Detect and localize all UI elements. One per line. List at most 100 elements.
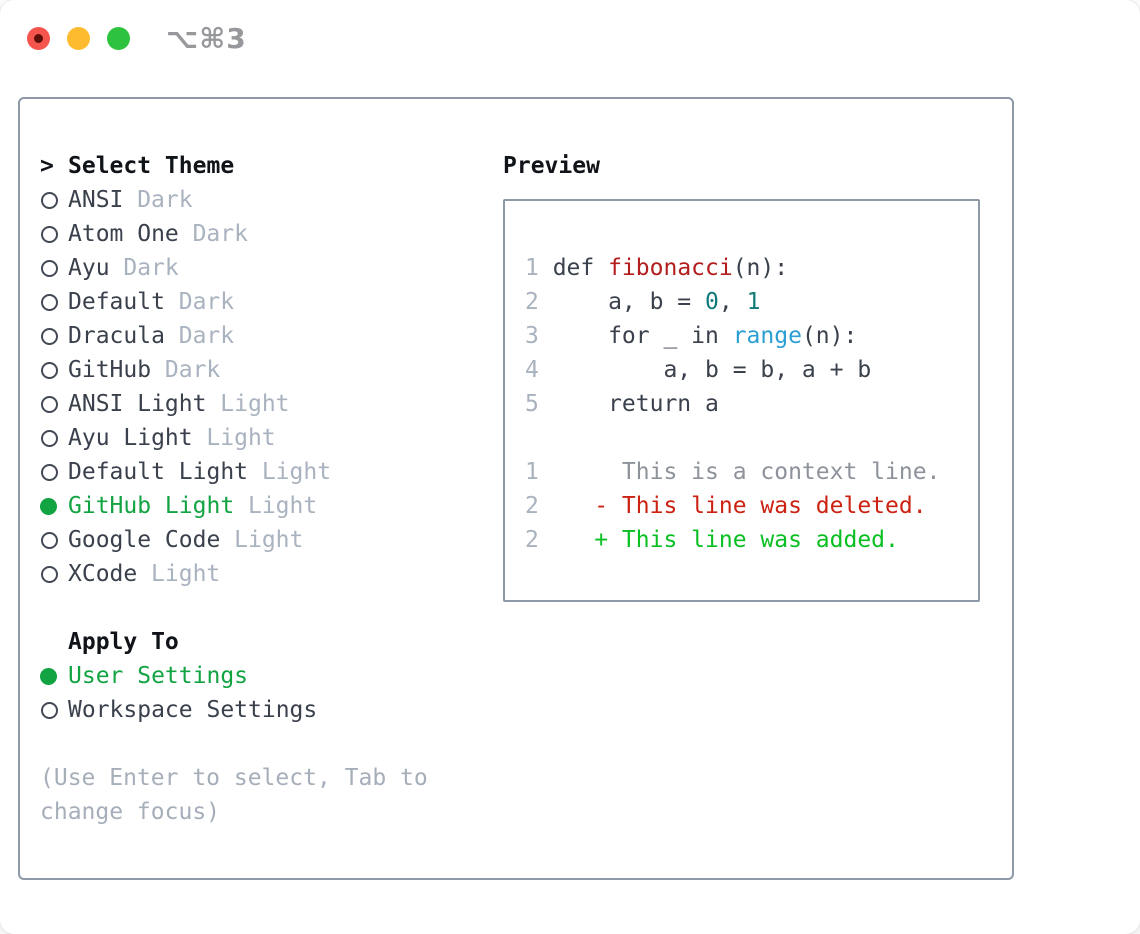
line-number: 4	[525, 357, 539, 383]
code-token: (n):	[732, 255, 789, 281]
radio-icon	[40, 395, 68, 413]
diff-sample: 1 This is a context line. 2 - This line w…	[525, 455, 960, 557]
theme-label: Atom One	[68, 221, 179, 247]
line-number: 3	[525, 323, 539, 349]
line-content: a, b = 0, 1	[552, 289, 760, 315]
theme-option-dracula[interactable]: Dracula Dark	[40, 319, 492, 353]
code-token: This is a context line.	[552, 459, 941, 485]
theme-option-atom-one[interactable]: Atom One Dark	[40, 217, 492, 251]
window-title: ⌥⌘3	[166, 22, 247, 55]
code-token: range	[732, 323, 802, 349]
radio-icon	[40, 531, 68, 549]
theme-label: XCode	[68, 561, 138, 587]
radio-circle	[41, 565, 58, 583]
select-theme-header: Select Theme	[68, 153, 235, 179]
apply-option-label: User Settings	[68, 663, 249, 689]
line-content: return a	[553, 391, 719, 417]
radio-icon	[40, 565, 68, 583]
theme-variant-label: Light	[206, 425, 276, 451]
radio-icon	[40, 701, 68, 719]
line-content: a, b = b, a + b	[552, 357, 872, 383]
radio-icon	[40, 463, 68, 481]
radio-circle	[40, 667, 57, 685]
code-token: for _ in	[552, 323, 733, 349]
line-number: 5	[525, 391, 539, 417]
theme-label: Default Light	[68, 459, 249, 485]
radio-circle	[41, 293, 58, 311]
code-line: 1 def fibonacci(n):	[525, 251, 960, 285]
code-token: fibonacci	[608, 255, 733, 281]
diff-line: 2 + This line was added.	[525, 523, 960, 557]
radio-circle	[41, 225, 58, 243]
theme-variant-label: Dark	[192, 221, 248, 247]
theme-label: GitHub Light	[68, 493, 235, 519]
theme-label: Ayu Light	[68, 425, 193, 451]
code-token: - This line was deleted.	[552, 493, 927, 519]
keyboard-hint: (Use Enter to select, Tab to change focu…	[40, 761, 492, 829]
spacer	[40, 591, 492, 625]
cursor-icon: >	[40, 153, 54, 179]
code-token: def	[552, 255, 609, 281]
theme-variant-label: Light	[234, 527, 304, 553]
traffic-lights	[27, 27, 130, 50]
line-number: 2	[525, 527, 539, 553]
apply-option-user-settings[interactable]: User Settings	[40, 659, 492, 693]
theme-variant-label: Dark	[178, 323, 235, 349]
theme-option-github-light[interactable]: GitHub Light Light	[40, 489, 492, 523]
line-number: 1	[525, 459, 539, 485]
code-line: 3 for _ in range(n):	[525, 319, 960, 353]
radio-circle	[41, 361, 58, 379]
code-line: 4 a, b = b, a + b	[525, 353, 960, 387]
line-content: - This line was deleted.	[552, 493, 927, 519]
line-content: This is a context line.	[553, 459, 941, 485]
code-line: 5 return a	[525, 387, 960, 421]
titlebar: ⌥⌘3	[0, 0, 1140, 97]
theme-option-default-light[interactable]: Default Light Light	[40, 455, 492, 489]
apply-to-header-row: Apply To	[40, 625, 492, 659]
theme-label: Dracula	[68, 323, 165, 349]
close-button[interactable]	[27, 27, 50, 50]
line-content: def fibonacci(n):	[553, 255, 788, 281]
theme-label: ANSI	[68, 187, 124, 213]
radio-icon	[40, 361, 68, 379]
code-line: 2 a, b = 0, 1	[525, 285, 960, 319]
radio-circle	[41, 259, 58, 277]
code-token: a, b =	[552, 289, 706, 315]
radio-icon	[40, 327, 68, 345]
theme-variant-label: Dark	[123, 255, 179, 281]
theme-variant-label: Light	[247, 493, 318, 519]
apply-option-workspace-settings[interactable]: Workspace Settings	[40, 693, 492, 727]
line-number: 2	[525, 493, 539, 519]
theme-variant-label: Light	[151, 561, 221, 587]
theme-option-xcode[interactable]: XCode Light	[40, 557, 492, 591]
code-token: a, b = b, a + b	[552, 357, 872, 383]
line-content: + This line was added.	[553, 527, 899, 553]
radio-icon	[40, 225, 68, 243]
radio-selected-icon	[40, 667, 68, 685]
theme-label: GitHub	[68, 357, 152, 383]
theme-label: ANSI Light	[68, 391, 207, 417]
code-token: return a	[552, 391, 719, 417]
radio-circle	[41, 429, 58, 447]
theme-option-ayu-light[interactable]: Ayu Light Light	[40, 421, 492, 455]
code-token: 0	[705, 289, 719, 315]
diff-line: 1 This is a context line.	[525, 455, 960, 489]
radio-circle	[40, 497, 57, 515]
apply-to-header: Apply To	[68, 629, 179, 655]
zoom-button[interactable]	[107, 27, 130, 50]
minimize-button[interactable]	[67, 27, 90, 50]
line-number: 1	[525, 255, 539, 281]
code-token: (n):	[801, 323, 858, 349]
theme-variant-label: Light	[261, 459, 332, 485]
